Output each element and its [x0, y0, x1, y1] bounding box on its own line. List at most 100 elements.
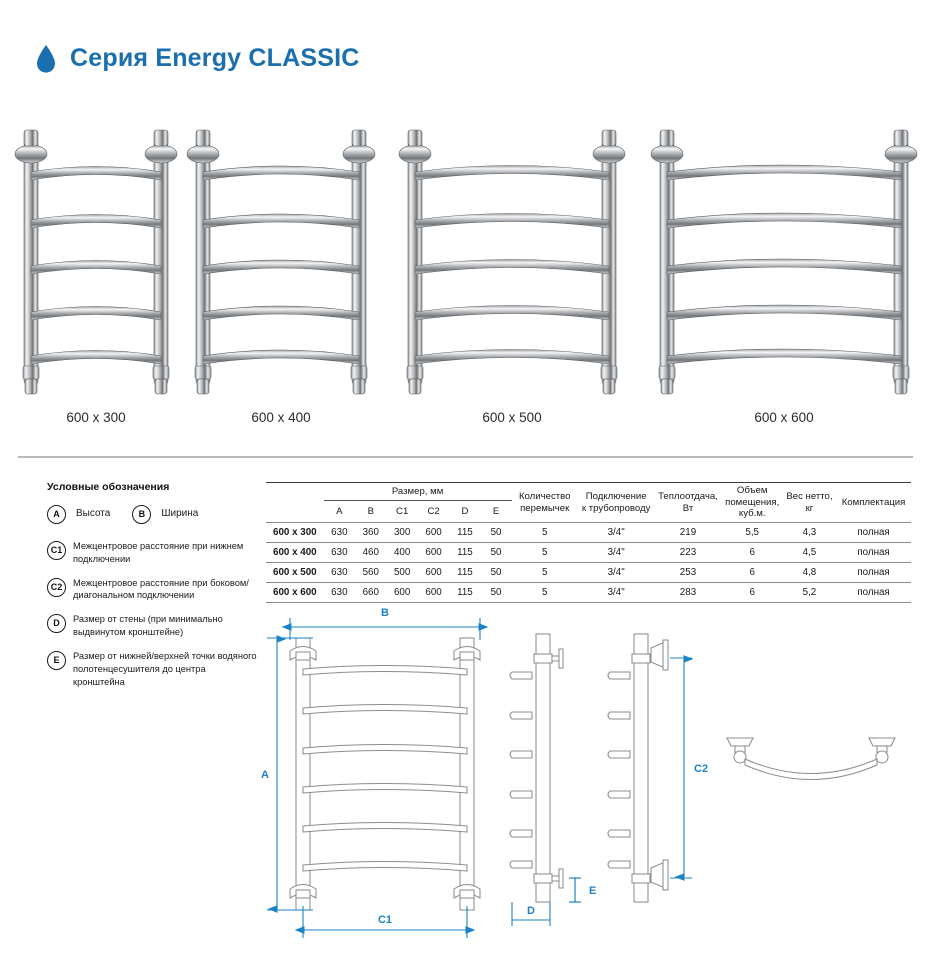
header-room-volume: Объем помещения, куб.м. — [721, 482, 783, 523]
front-view-body — [289, 637, 481, 911]
cell-room-volume: 6 — [721, 582, 783, 603]
cell-room-volume: 6 — [721, 562, 783, 583]
header-col-b: B — [355, 500, 387, 523]
header-room-volume-line1: Объем — [736, 484, 768, 496]
cell-e: 50 — [480, 582, 512, 603]
cell-d: 115 — [449, 522, 481, 543]
cell-room-volume: 6 — [721, 542, 783, 563]
cell-c2: 600 — [417, 542, 450, 563]
product-label-600x300: 600 x 300 — [66, 410, 126, 425]
table-row: 600 x 500 630 560 500 600 115 50 5 3/4" … — [266, 562, 911, 583]
top-view-drawing — [726, 737, 896, 781]
product-label-600x600: 600 x 600 — [754, 410, 814, 425]
table-row: 600 x 400 630 460 400 600 115 50 5 3/4" … — [266, 542, 911, 563]
technical-drawings: B A C1 — [0, 606, 931, 954]
cell-c2: 600 — [417, 522, 450, 543]
legend-title: Условные обозначения — [47, 481, 170, 493]
cell-net-weight: 4,3 — [782, 522, 837, 543]
header-col-a: A — [323, 500, 356, 523]
legend-row-ab: A Высота B Ширина — [47, 504, 257, 524]
table-header-sub-row: A B C1 C2 D E — [266, 500, 911, 523]
page-title: Серия Energy CLASSIC — [70, 44, 360, 72]
table-row: 600 x 300 630 360 300 600 115 50 5 3/4" … — [266, 522, 911, 543]
cell-c1: 300 — [386, 522, 418, 543]
header-col-c2: C2 — [417, 500, 450, 523]
water-drop-icon — [37, 44, 55, 73]
cell-e: 50 — [480, 522, 512, 543]
dimension-label-d: D — [527, 905, 535, 917]
cell-room-volume: 5,5 — [721, 522, 783, 543]
header-connection: Подключение к трубопроводу — [577, 482, 655, 523]
legend-badge-a: A — [47, 505, 66, 524]
cell-connection: 3/4" — [577, 582, 655, 603]
dimension-label-c1: C1 — [378, 914, 392, 926]
cell-connection: 3/4" — [577, 562, 655, 583]
header-heat-output: Теплоотдача, Вт — [654, 482, 722, 523]
cell-net-weight: 5,2 — [782, 582, 837, 603]
legend-label-c2: Межцентровое расстояние при боковом/диаг… — [73, 577, 249, 601]
legend-label-e: Размер от нижней/верхней точки водяного … — [73, 650, 257, 687]
legend-label-d: Размер от стены (при минимально выдвинут… — [73, 614, 223, 638]
cell-a: 630 — [323, 542, 356, 563]
header-net-weight-line2: кг — [805, 502, 814, 514]
legend-badge-c2: C2 — [47, 577, 66, 597]
header-completeness-line1: Комплектация — [841, 496, 906, 508]
dimension-label-c2: C2 — [694, 763, 708, 775]
header-room-volume-line3: куб.м. — [738, 508, 766, 520]
cell-c1: 600 — [386, 582, 418, 603]
dimension-d — [511, 902, 551, 926]
side-view-bottom-connection — [509, 633, 564, 903]
legend-label-a: Высота — [76, 508, 111, 520]
cell-completeness: полная — [836, 562, 911, 583]
cell-b: 560 — [355, 562, 387, 583]
dimension-c1 — [294, 906, 476, 938]
cell-heat-output: 253 — [654, 562, 722, 583]
legend-badge-b: B — [132, 505, 152, 524]
page-header: Серия Energy CLASSIC — [36, 44, 360, 73]
cell-net-weight: 4,8 — [782, 562, 837, 583]
cell-a: 630 — [323, 562, 356, 583]
header-size-group: Размер, мм — [323, 482, 512, 501]
header-col-d: D — [449, 500, 481, 523]
product-image-600x600 — [650, 128, 918, 396]
header-completeness: Комплектация — [836, 482, 911, 523]
header-jumpers-line2: перемычек — [520, 502, 570, 514]
header-model-blank — [266, 501, 324, 523]
dimension-e — [569, 877, 581, 903]
cell-a: 630 — [323, 582, 356, 603]
cell-model: 600 x 600 — [266, 582, 324, 603]
cell-completeness: полная — [836, 582, 911, 603]
legend-panel: Условные обозначения A Высота B Ширина C… — [47, 481, 257, 699]
header-heat-output-line1: Теплоотдача, — [658, 490, 718, 502]
cell-jumpers: 5 — [511, 562, 578, 583]
cell-jumpers: 5 — [511, 582, 578, 603]
product-image-600x500 — [398, 128, 626, 396]
legend-badge-d: D — [47, 614, 66, 634]
dimension-c2 — [670, 655, 694, 881]
side-view-lateral-connection — [607, 633, 669, 903]
header-col-c1: C1 — [386, 500, 418, 523]
product-gallery: 600 x 300 600 x 400 — [0, 118, 931, 438]
cell-heat-output: 219 — [654, 522, 722, 543]
header-net-weight: Вес нетто, кг — [782, 482, 837, 523]
cell-b: 360 — [355, 522, 387, 543]
header-connection-line1: Подключение — [585, 490, 647, 502]
cell-d: 115 — [449, 542, 481, 563]
header-heat-output-line2: Вт — [682, 502, 694, 514]
header-connection-line2: к трубопроводу — [581, 502, 651, 514]
header-net-weight-line1: Вес нетто, — [786, 490, 833, 502]
cell-completeness: полная — [836, 522, 911, 543]
product-label-600x400: 600 x 400 — [251, 410, 311, 425]
header-jumpers: Количество перемычек — [511, 482, 578, 523]
product-image-600x300 — [14, 128, 178, 396]
section-divider — [18, 456, 913, 458]
cell-completeness: полная — [836, 542, 911, 563]
table-header-group-row: Размер, мм Количество перемычек Подключе… — [266, 482, 911, 523]
specifications-table: Размер, мм Количество перемычек Подключе… — [266, 482, 911, 603]
dimension-b — [281, 618, 489, 640]
cell-model: 600 x 500 — [266, 562, 324, 583]
cell-c1: 400 — [386, 542, 418, 563]
legend-row-c1: C1 Межцентровое расстояние при нижнем по… — [47, 540, 257, 566]
dimension-label-e: E — [589, 885, 596, 897]
cell-jumpers: 5 — [511, 522, 578, 543]
